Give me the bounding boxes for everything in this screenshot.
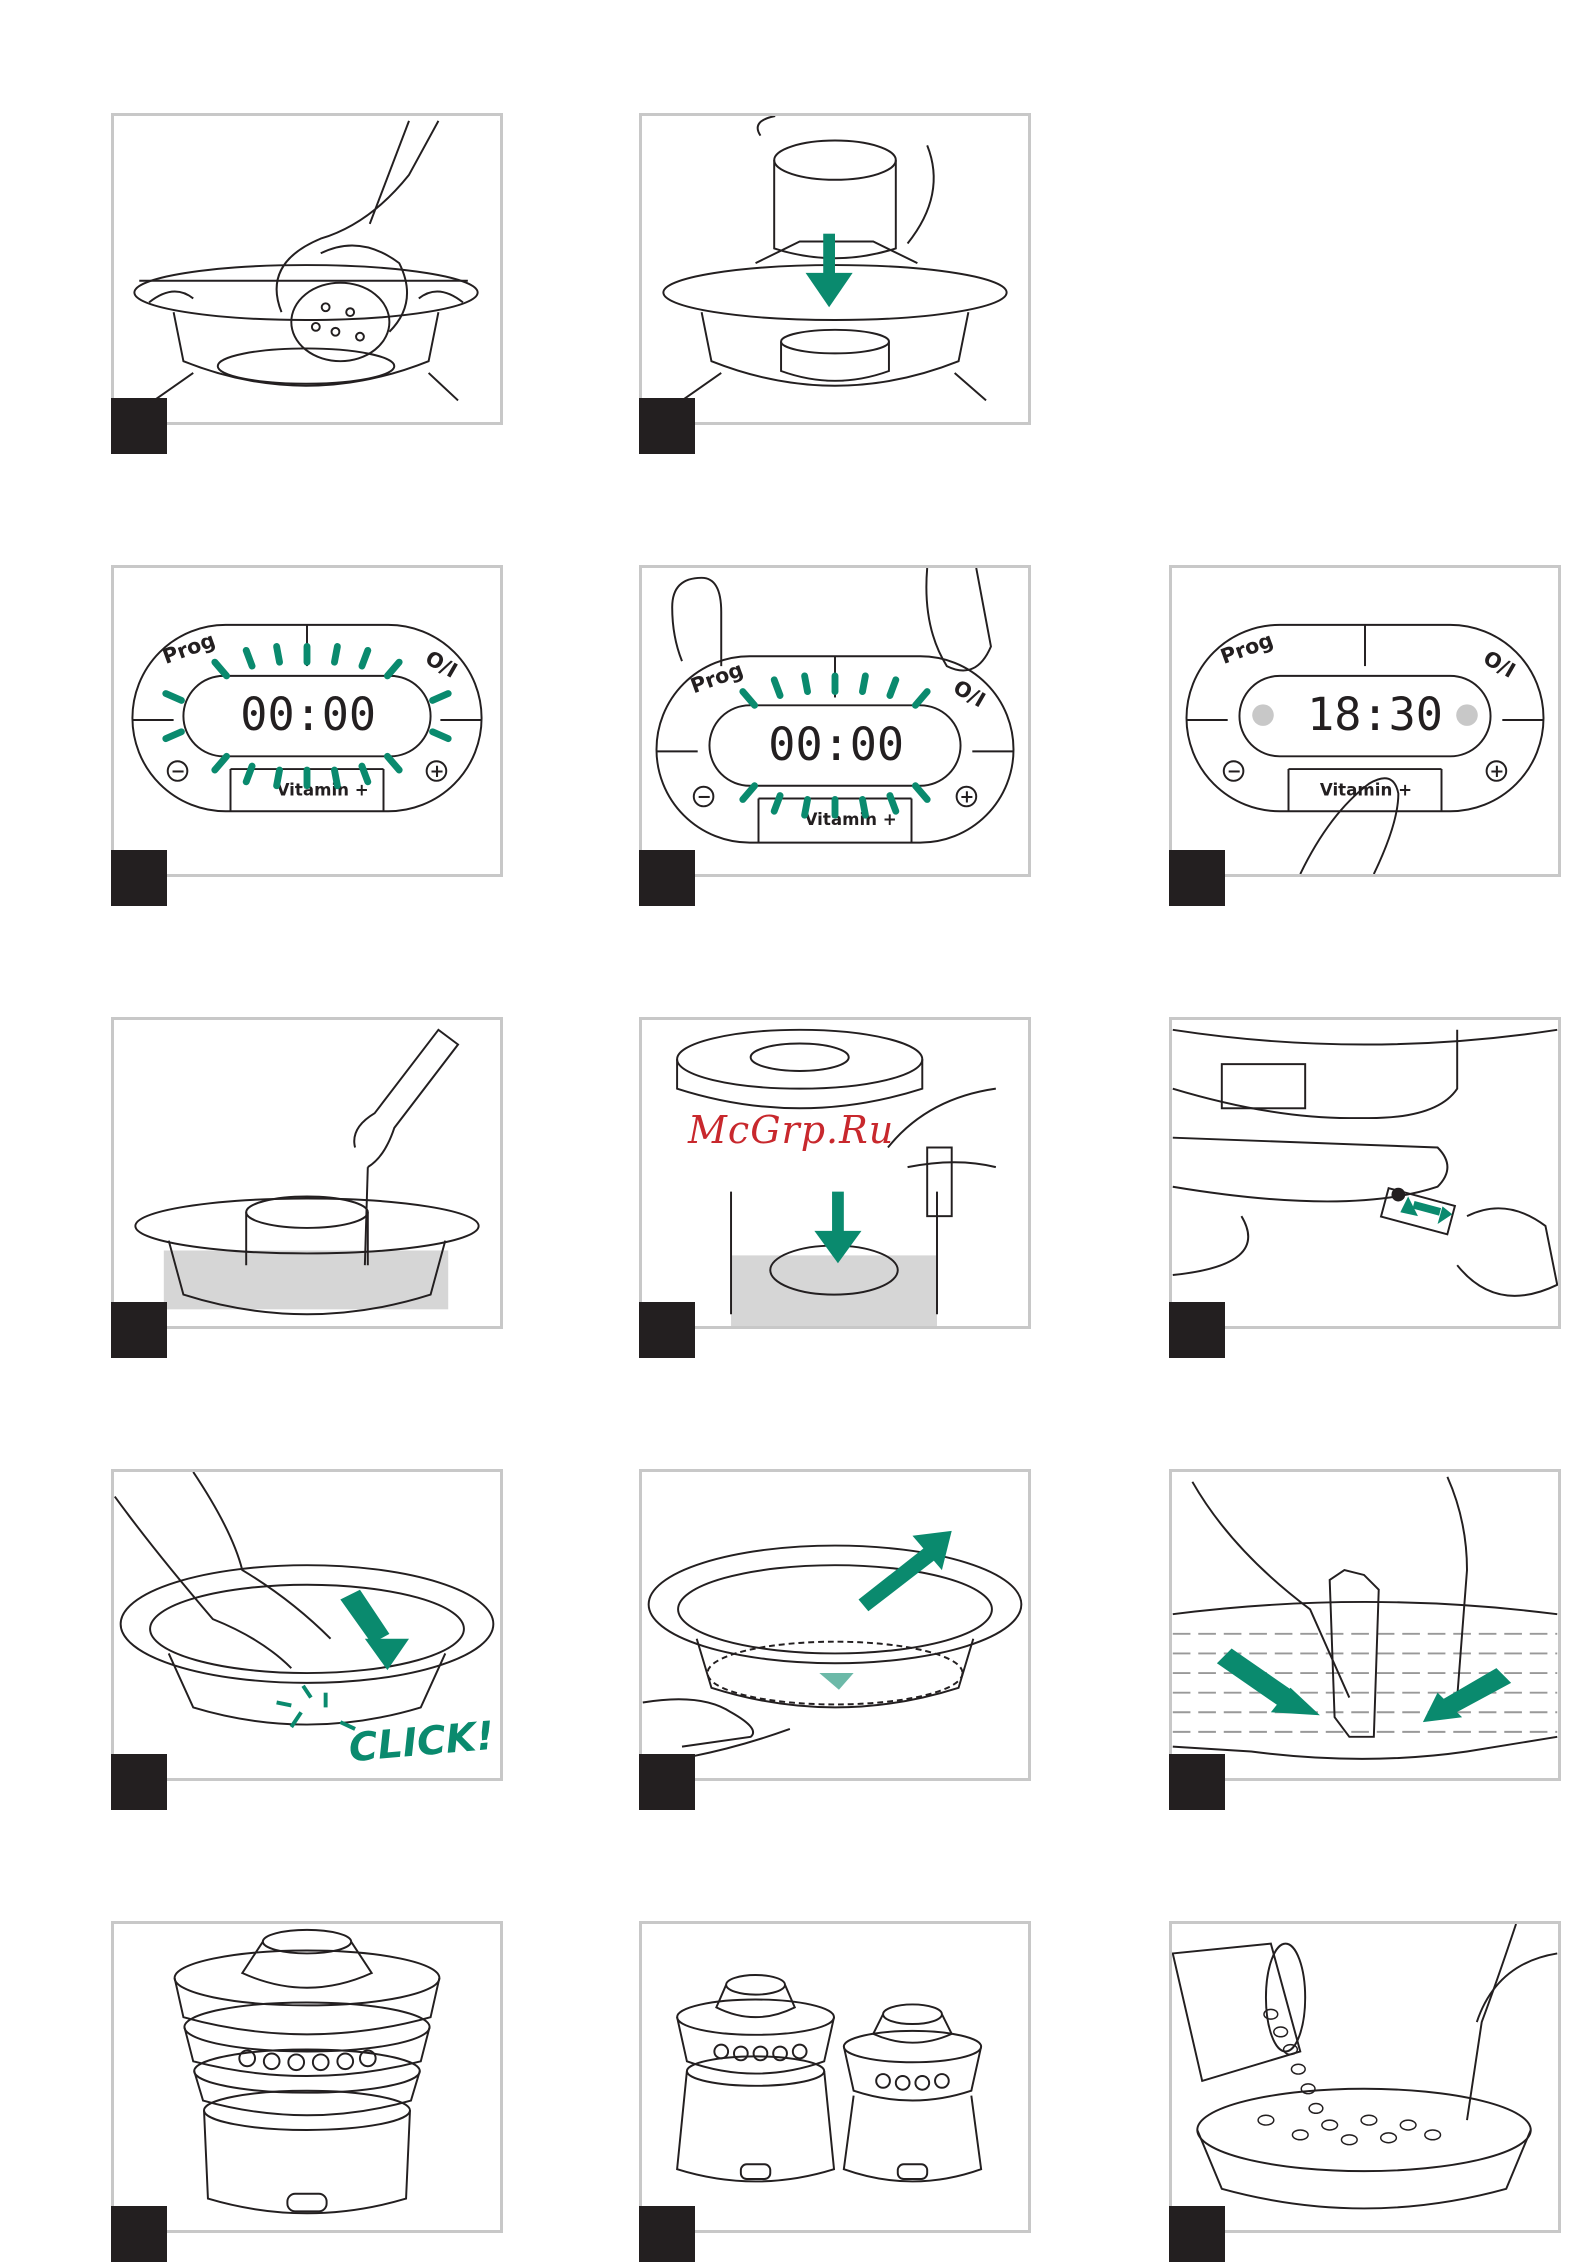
- step-marker: [111, 850, 167, 906]
- pour-water-icon: [114, 1020, 500, 1326]
- step-marker: [1169, 850, 1225, 906]
- fit-collector-icon: [642, 1020, 1028, 1326]
- step-marker: [639, 1754, 695, 1810]
- step-marker: [1169, 1754, 1225, 1810]
- step-marker: [639, 398, 695, 454]
- panel-two-steamers: [639, 1921, 1031, 2233]
- panel-rice-bowl: [1169, 1921, 1561, 2233]
- step-marker: [111, 2206, 167, 2262]
- watermark: McGrp.Ru: [688, 1108, 894, 1152]
- panel-pour-water: [111, 1017, 503, 1329]
- vitamin-label: Vitamin +: [277, 781, 369, 800]
- panel-display-blinking: Prog O/I 00:00 Vitamin + − +: [111, 565, 503, 877]
- plug-cord-icon: [1172, 1020, 1558, 1326]
- hand-placing-tray-icon: [114, 116, 500, 422]
- two-steamers-icon: [642, 1924, 1028, 2230]
- step-marker: [111, 1754, 167, 1810]
- display-reset: 00:00: [240, 688, 376, 741]
- step-marker: [111, 398, 167, 454]
- step-marker: [639, 1302, 695, 1358]
- step-marker: [639, 2206, 695, 2262]
- prog-label: Prog: [1217, 628, 1276, 669]
- step-marker: [1169, 1302, 1225, 1358]
- panel-fill-base: [111, 113, 503, 425]
- display-reset: 00:00: [768, 718, 904, 771]
- panel-click-base: CLICK!: [111, 1469, 503, 1781]
- insert-reservoir-arrow-icon: [642, 116, 1028, 422]
- minus-label: −: [697, 787, 712, 807]
- stacked-steamer-icon: [114, 1924, 500, 2230]
- step-marker: [1169, 2206, 1225, 2262]
- panel-insert-reservoir: [639, 113, 1031, 425]
- panel-remove-base: [639, 1469, 1031, 1781]
- vitamin-label: Vitamin +: [1320, 781, 1412, 800]
- display-time: 18:30: [1307, 688, 1443, 741]
- panel-fit-divider: [1169, 1469, 1561, 1781]
- minus-label: −: [1227, 762, 1242, 782]
- rice-bowl-icon: [1172, 1924, 1558, 2230]
- plus-label: +: [430, 762, 445, 782]
- control-panel-blinking-icon: Prog O/I 00:00 Vitamin + − +: [114, 568, 500, 874]
- remove-base-icon: [642, 1472, 1028, 1778]
- prog-label: Prog: [159, 628, 218, 669]
- panel-stacked-steamer: [111, 1921, 503, 2233]
- power-label: O/I: [1479, 646, 1519, 683]
- power-label: O/I: [421, 646, 461, 683]
- step-marker: [111, 1302, 167, 1358]
- panel-plug-in: [1169, 1017, 1561, 1329]
- click-basket-icon: CLICK!: [114, 1472, 500, 1778]
- control-panel-press-icon: Prog O/I 18:30 Vitamin + − +: [1172, 568, 1558, 874]
- panel-vitamin-press: Prog O/I 18:30 Vitamin + − +: [1169, 565, 1561, 877]
- plus-label: +: [1490, 762, 1505, 782]
- panel-set-timer: Prog O/I 00:00 Vitamin + − +: [639, 565, 1031, 877]
- step-marker: [639, 850, 695, 906]
- vitamin-label: Vitamin +: [805, 810, 897, 829]
- control-panel-fingers-icon: Prog O/I 00:00 Vitamin + − +: [642, 568, 1028, 874]
- prog-label: Prog: [687, 657, 746, 698]
- panel-fit-collector: [639, 1017, 1031, 1329]
- fit-divider-icon: [1172, 1472, 1558, 1778]
- plus-label: +: [960, 787, 975, 807]
- minus-label: −: [171, 762, 186, 782]
- click-label: CLICK!: [347, 1714, 496, 1772]
